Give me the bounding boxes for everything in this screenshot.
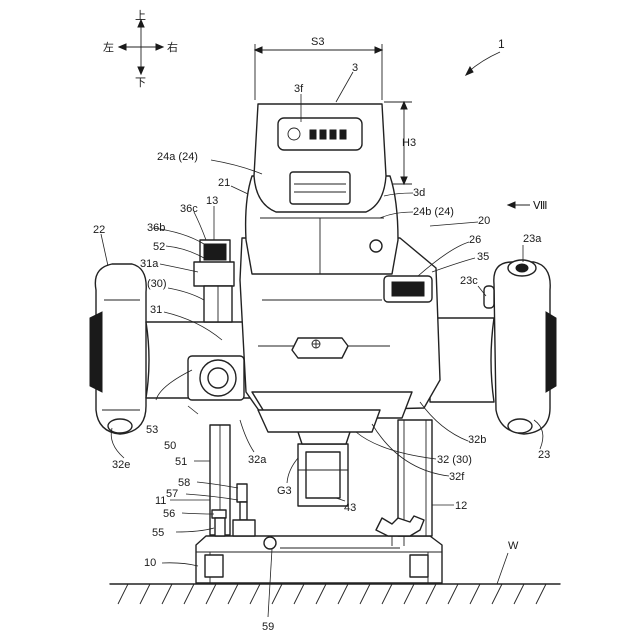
- label-3: 3: [352, 62, 358, 74]
- label-36c: 36c: [180, 203, 198, 215]
- label-43: 43: [344, 502, 356, 514]
- label-G3: G3: [277, 485, 292, 497]
- dimension-h3-label: H3: [402, 137, 416, 149]
- lock-knob: [188, 356, 244, 400]
- collet-assembly: [296, 426, 352, 506]
- label-13: 13: [206, 195, 218, 207]
- label-30-paren: (30): [147, 278, 167, 290]
- base-plate: [196, 536, 442, 583]
- left-handle: [90, 264, 146, 434]
- label-59: 59: [262, 621, 274, 633]
- label-24b: 24b (24): [413, 206, 454, 218]
- label-32f: 32f: [449, 471, 465, 483]
- label-36b: 36b: [147, 222, 165, 234]
- direction-compass: [119, 20, 163, 74]
- label-32b: 32b: [468, 434, 486, 446]
- label-32-30: 32 (30): [437, 454, 472, 466]
- label-56: 56: [163, 508, 175, 520]
- dimension-s3-label: S3: [311, 36, 324, 48]
- label-24a: 24a (24): [157, 151, 198, 163]
- depth-knob: [194, 240, 234, 322]
- label-3d: 3d: [413, 187, 425, 199]
- label-23c: 23c: [460, 275, 478, 287]
- label-21: 21: [218, 177, 230, 189]
- label-23: 23: [538, 449, 550, 461]
- label-26: 26: [469, 234, 481, 246]
- label-55: 55: [152, 527, 164, 539]
- right-handle: [484, 260, 556, 434]
- dimension-s3: [255, 44, 382, 100]
- label-10: 10: [144, 557, 156, 569]
- workpiece-ground: [110, 584, 560, 604]
- figure-number: 1: [498, 37, 505, 51]
- speed-dial: [384, 276, 432, 302]
- label-22: 22: [93, 224, 105, 236]
- label-20: 20: [478, 215, 490, 227]
- direction-left-label: 左: [103, 41, 114, 54]
- work-label: W: [508, 540, 519, 552]
- label-11: 11: [155, 495, 166, 507]
- label-52: 52: [153, 241, 165, 253]
- label-31: 31: [150, 304, 162, 316]
- label-32e: 32e: [112, 459, 130, 471]
- direction-down-label: 下: [135, 76, 146, 89]
- label-57: 57: [166, 488, 178, 500]
- label-50: 50: [164, 440, 176, 452]
- view-marker-label: Ⅷ: [533, 200, 548, 212]
- direction-right-label: 右: [167, 40, 178, 54]
- label-12: 12: [455, 500, 467, 512]
- label-23a: 23a: [523, 233, 542, 245]
- figure-number-arrow: [468, 52, 500, 72]
- label-31a: 31a: [140, 258, 159, 270]
- label-35: 35: [477, 251, 489, 263]
- label-51: 51: [175, 456, 187, 468]
- label-32a: 32a: [248, 454, 267, 466]
- direction-up-label: 上: [135, 9, 146, 22]
- label-53: 53: [146, 424, 158, 436]
- label-3f: 3f: [294, 83, 304, 95]
- battery-pack: [254, 104, 386, 212]
- label-58: 58: [178, 477, 190, 489]
